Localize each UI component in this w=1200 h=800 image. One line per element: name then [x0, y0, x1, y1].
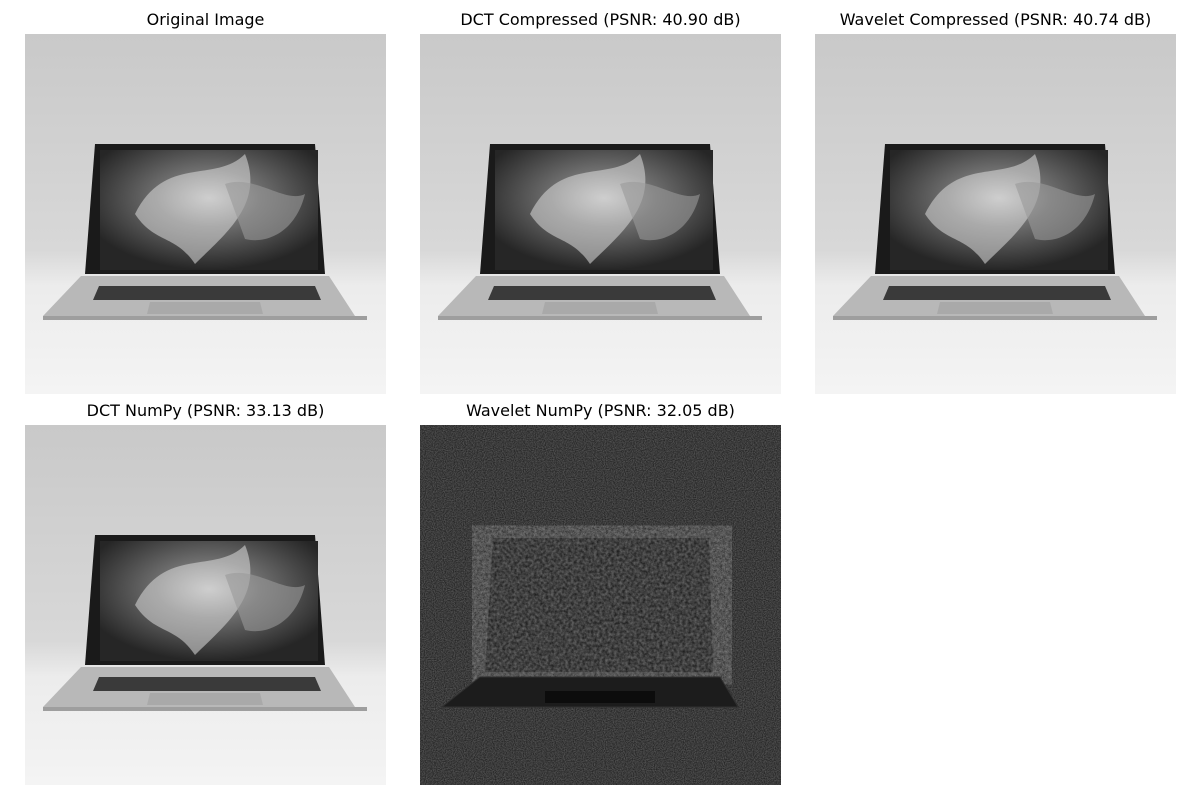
panel-title-dct-numpy: DCT NumPy (PSNR: 33.13 dB)	[86, 401, 325, 420]
panel-title-original: Original Image	[146, 10, 265, 29]
dct-compressed-image	[420, 34, 781, 394]
wavelet-numpy-image	[420, 425, 781, 785]
panel-title-wavelet-numpy: Wavelet NumPy (PSNR: 32.05 dB)	[466, 401, 735, 420]
panel-title-dct-compressed: DCT Compressed (PSNR: 40.90 dB)	[460, 10, 741, 29]
wavelet-compressed-image	[815, 34, 1176, 394]
original-image	[25, 34, 386, 394]
panel-title-wavelet-compressed: Wavelet Compressed (PSNR: 40.74 dB)	[839, 10, 1152, 29]
dct-numpy-image	[25, 425, 386, 785]
